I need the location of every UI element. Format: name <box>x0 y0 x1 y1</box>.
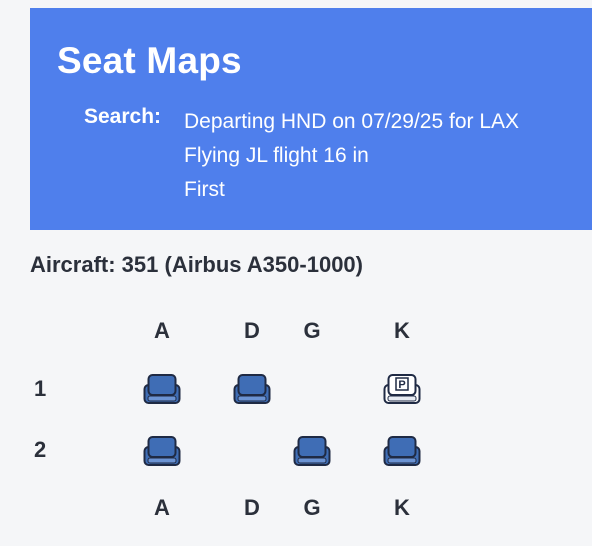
seat-1d[interactable] <box>233 372 271 406</box>
seat-2k[interactable] <box>383 434 421 468</box>
seat-icon <box>293 434 331 468</box>
search-summary: Departing HND on 07/29/25 for LAX Flying… <box>184 105 519 207</box>
seat-2a[interactable] <box>143 434 181 468</box>
column-label-a-bottom: A <box>154 495 170 520</box>
search-header: Seat Maps Search: Departing HND on 07/29… <box>30 8 592 230</box>
search-flight-line: Flying JL flight 16 in <box>184 144 369 167</box>
column-label-g-bottom: G <box>303 495 321 520</box>
column-label-k-top: K <box>394 318 410 343</box>
seat-1a[interactable] <box>143 372 181 406</box>
row-label-1: 1 <box>34 376 47 401</box>
row-label-2: 2 <box>34 437 47 462</box>
column-label-k-bottom: K <box>394 495 410 520</box>
seat-icon <box>143 372 181 406</box>
seat-icon <box>233 372 271 406</box>
column-label-d-bottom: D <box>244 495 260 520</box>
search-departure-line: Departing HND on 07/29/25 for LAX <box>184 110 520 133</box>
column-label-g-top: G <box>303 318 321 343</box>
premium-seat-icon: P <box>383 372 421 406</box>
svg-text:P: P <box>398 379 405 391</box>
aircraft-info: Aircraft: 351 (Airbus A350-1000) <box>30 252 363 277</box>
seat-2g[interactable] <box>293 434 331 468</box>
seat-1k[interactable]: P <box>383 372 421 406</box>
seat-icon <box>143 434 181 468</box>
column-label-d-top: D <box>244 318 260 343</box>
seat-icon <box>383 434 421 468</box>
column-label-a-top: A <box>154 318 170 343</box>
search-label: Search: <box>84 105 162 128</box>
page-title: Seat Maps <box>57 40 242 81</box>
search-cabin-line: First <box>184 178 225 201</box>
